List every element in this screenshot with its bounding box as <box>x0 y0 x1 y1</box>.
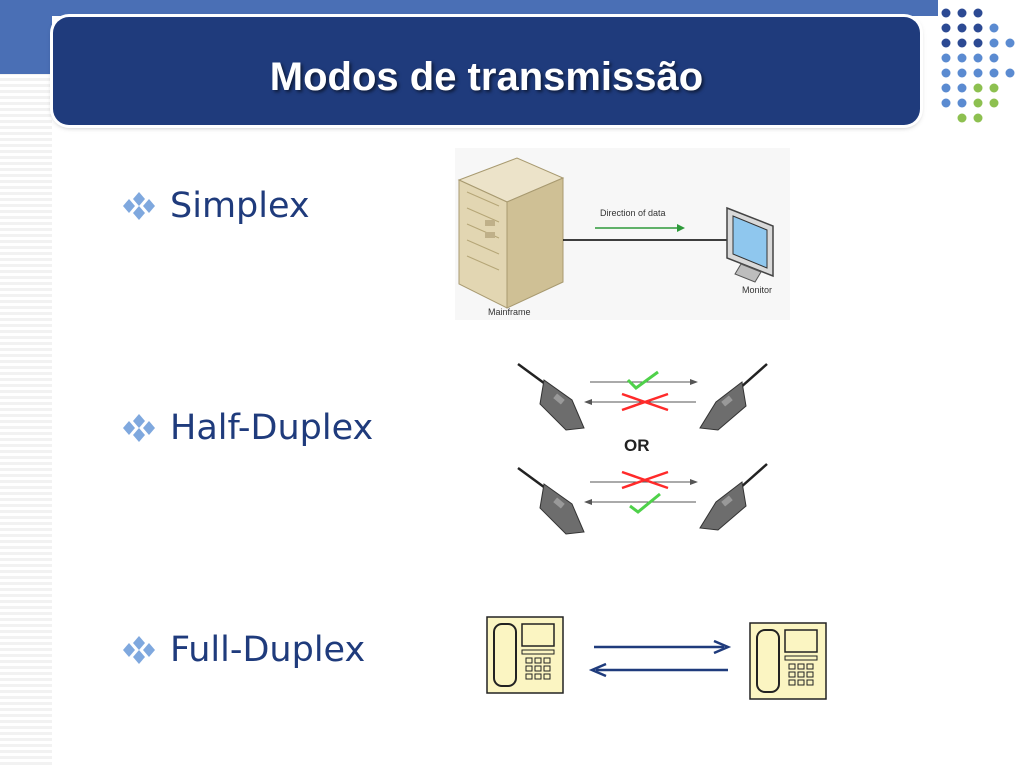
walkie-talkie-icon <box>517 466 585 535</box>
bullet-label-simplex: Simplex <box>170 186 310 226</box>
or-separator: OR <box>624 436 650 455</box>
monitor-caption: Monitor <box>742 285 772 295</box>
simplex-figure: Mainframe Direction of data Monitor <box>455 148 790 320</box>
arrow-left-head <box>588 662 607 678</box>
page-title: Modos de transmissão <box>269 54 704 99</box>
title-banner: Modos de transmissão <box>53 17 920 125</box>
telephone-icon <box>749 622 827 700</box>
diamond-cluster-icon <box>123 636 155 664</box>
telephone-icon <box>486 616 564 694</box>
diamond-cluster-icon <box>123 192 155 220</box>
bullet-label-half-duplex: Half-Duplex <box>170 408 374 448</box>
bullet-simplex: Simplex <box>122 186 310 226</box>
monitor-icon <box>726 206 774 283</box>
diamond-cluster-icon <box>123 414 155 442</box>
half-duplex-figure: OR <box>517 362 768 535</box>
walkie-talkie-icon <box>517 362 585 431</box>
direction-arrow-head <box>677 224 685 232</box>
cross-icon <box>621 392 669 412</box>
bullet-full-duplex: Full-Duplex <box>122 630 365 670</box>
walkie-talkie-icon <box>699 363 768 431</box>
check-icon <box>629 492 661 514</box>
full-duplex-figure <box>486 616 827 700</box>
check-icon <box>626 370 659 390</box>
left-stripe-band <box>0 0 52 768</box>
top-accent-band <box>0 0 938 16</box>
cross-icon <box>621 470 669 490</box>
decorative-dots <box>941 8 1015 123</box>
mainframe-caption: Mainframe <box>488 307 531 317</box>
walkie-talkie-icon <box>699 463 768 531</box>
bullet-half-duplex: Half-Duplex <box>122 408 373 448</box>
arrow-right-head <box>690 479 698 485</box>
mainframe-icon <box>457 157 565 309</box>
bullet-label-full-duplex: Full-Duplex <box>170 630 366 670</box>
arrow-right-head <box>713 639 732 655</box>
arrow-right-head <box>690 379 698 385</box>
arrow-left-head <box>584 399 592 405</box>
arrow-left-head <box>584 499 592 505</box>
direction-label: Direction of data <box>600 208 666 218</box>
